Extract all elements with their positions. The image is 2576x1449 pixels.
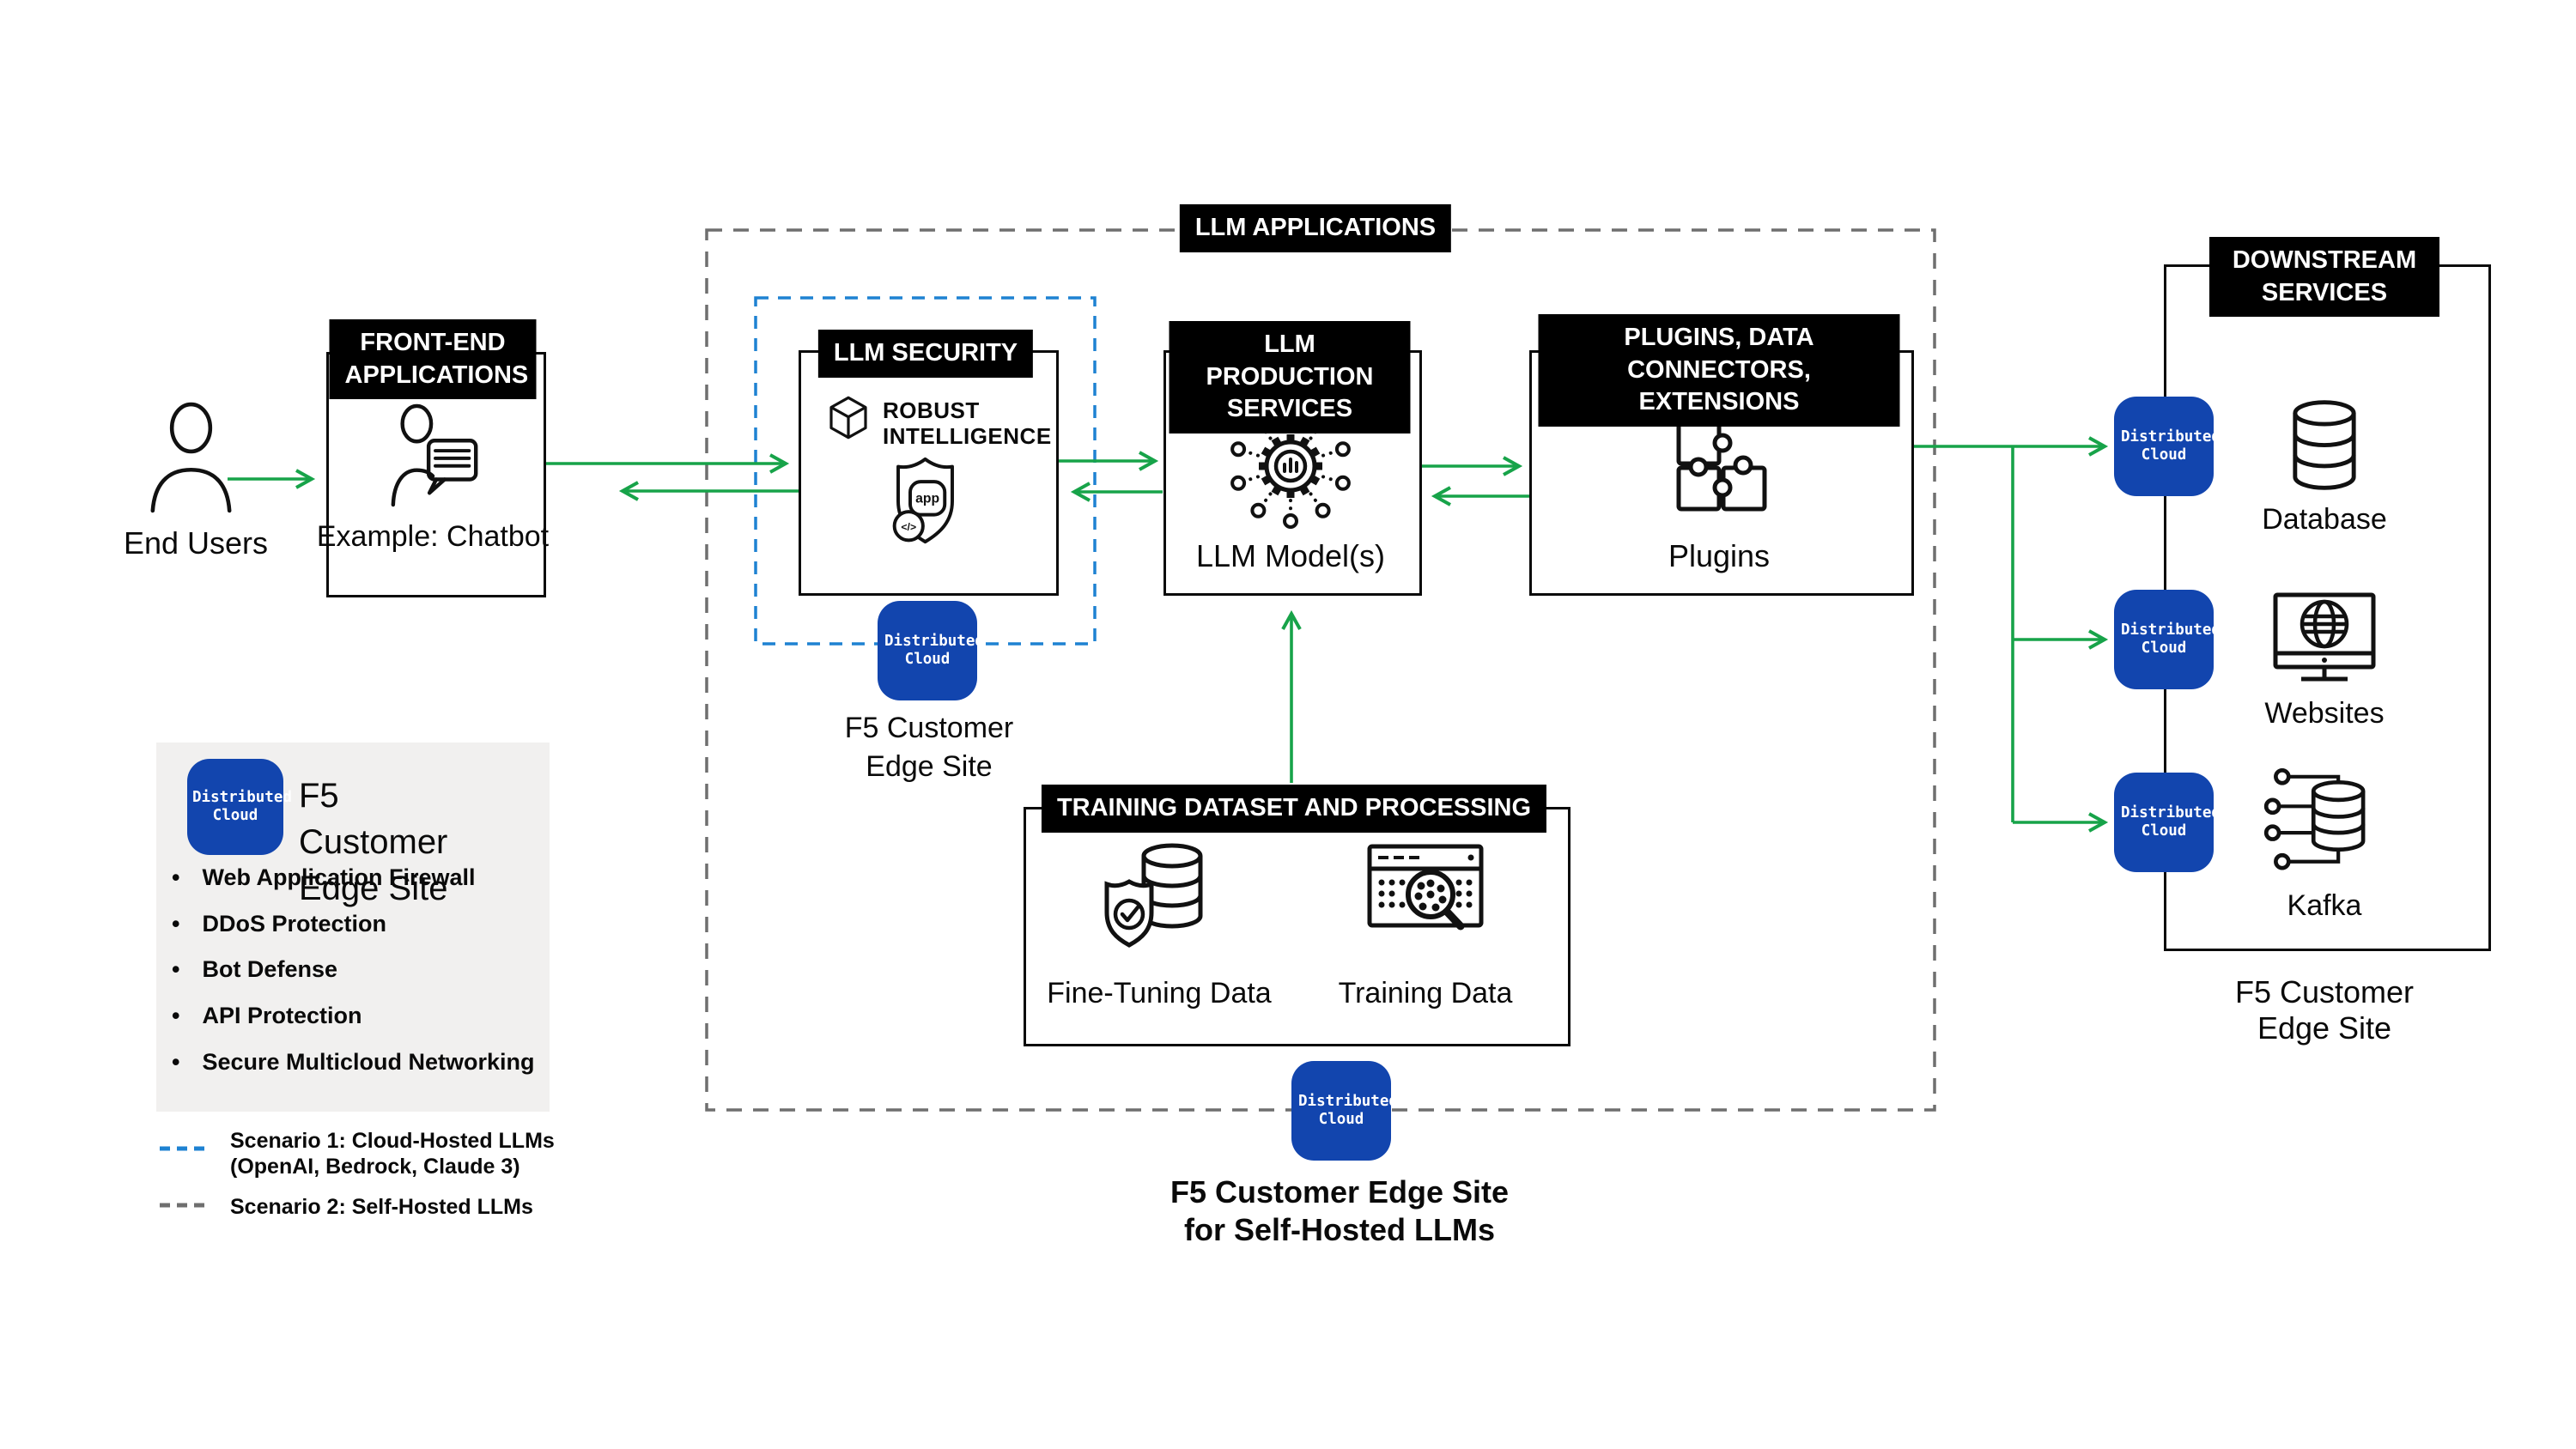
legend-item: DDoS Protection	[172, 911, 541, 937]
app-shield-code-icon: app </>	[892, 457, 954, 544]
shield-code-text: </>	[901, 521, 916, 533]
plugins-header: PLUGINS, DATA CONNECTORS, EXTENSIONS	[1538, 314, 1900, 427]
downstream-services-box	[2164, 264, 2491, 951]
robust-intelligence-hexagon-icon	[829, 396, 867, 440]
scenario1-label: Scenario 1: Cloud-Hosted LLMs	[230, 1129, 555, 1153]
window-magnifier-data-icon	[1367, 844, 1484, 931]
distributed-cloud-badge-self-hosted: Distributed Cloud	[1291, 1061, 1398, 1161]
puzzle-pieces-icon	[1676, 421, 1767, 512]
training-dataset-header: TRAINING DATASET AND PROCESSING	[1041, 785, 1547, 833]
legend-item: Secure Multicloud Networking	[172, 1049, 541, 1076]
end-users-label: End Users	[123, 525, 269, 561]
scenario2-dash-swatch	[160, 1203, 211, 1208]
person-icon	[150, 402, 232, 513]
legend-item: Bot Defense	[172, 957, 541, 983]
scenario1-sublabel: (OpenAI, Bedrock, Claude 3)	[230, 1155, 520, 1179]
downstream-services-header: DOWNSTREAM SERVICES	[2209, 237, 2439, 318]
scenario2-label: Scenario 2: Self-Hosted LLMs	[230, 1195, 533, 1219]
distributed-cloud-badge-legend: Distributed Cloud	[187, 759, 292, 855]
legend-item: Web Application Firewall	[172, 864, 541, 891]
front-end-applications-header: FRONT-END APPLICATIONS	[329, 319, 537, 400]
chatbot-person-speech-bubble-icon	[391, 403, 478, 507]
kafka-label: Kafka	[2287, 889, 2362, 922]
distributed-cloud-badge-kafka: Distributed Cloud	[2114, 773, 2221, 872]
training-data-label: Training Data	[1338, 977, 1513, 1009]
llm-security-vendor-label: ROBUST INTELLIGENCE	[883, 397, 1052, 449]
security-edge-site-label: F5 Customer Edge Site	[844, 712, 1014, 783]
downstream-edge-site-label: F5 Customer Edge Site	[2234, 974, 2415, 1046]
fine-tuning-data-label: Fine-Tuning Data	[1047, 977, 1272, 1009]
legend-capability-list: Web Application Firewall DDoS Protection…	[172, 864, 541, 1095]
distributed-cloud-badge-websites: Distributed Cloud	[2114, 590, 2221, 689]
database-cylinder-icon	[2293, 400, 2356, 490]
llm-production-caption: LLM Model(s)	[1195, 538, 1386, 573]
database-shield-check-icon	[1104, 843, 1203, 948]
self-hosted-site-label-line2: for Self-Hosted LLMs	[1183, 1212, 1496, 1247]
distributed-cloud-badge-database: Distributed Cloud	[2114, 397, 2221, 496]
front-end-caption: Example: Chatbot	[316, 520, 550, 553]
legend-item: API Protection	[172, 1003, 541, 1029]
distributed-cloud-badge-security: Distributed Cloud	[878, 601, 984, 700]
self-hosted-site-label-line1: F5 Customer Edge Site	[1170, 1174, 1510, 1210]
llm-security-header: LLM SECURITY	[817, 330, 1034, 378]
llm-applications-header: LLM APPLICATIONS	[1179, 204, 1452, 252]
plugins-caption: Plugins	[1668, 538, 1771, 573]
scenario1-dash-swatch	[160, 1146, 211, 1151]
monitor-globe-icon	[2273, 592, 2376, 682]
shield-app-text: app	[915, 492, 939, 506]
kafka-cylinder-nodes-icon	[2263, 768, 2366, 870]
llm-production-services-header: LLM PRODUCTION SERVICES	[1169, 321, 1411, 434]
websites-label: Websites	[2264, 697, 2385, 730]
database-label: Database	[2262, 503, 2387, 536]
